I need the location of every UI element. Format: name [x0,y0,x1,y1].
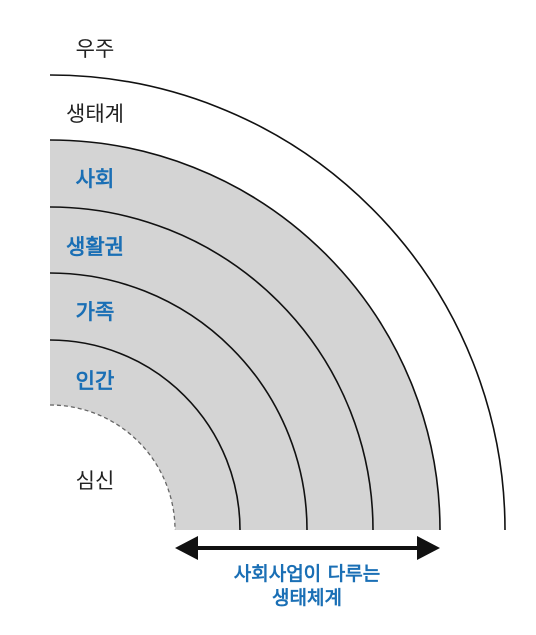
family-arc [49,272,308,531]
label-human: 인간 [76,369,115,393]
label-living-sphere: 생활권 [66,235,124,259]
range-arrow-right-head [417,536,440,560]
living-sphere-arc [49,206,374,531]
label-family: 가족 [76,300,115,324]
shaded-band [50,140,440,530]
universe-arc [49,74,506,531]
label-ecosystem: 생태계 [66,102,124,126]
caption-line-2: 생태체계 [272,587,342,609]
label-mind-body: 심신 [76,469,115,493]
label-universe: 우주 [76,37,115,61]
range-arrow-left-head [175,536,198,560]
society-arc [49,139,441,531]
label-society: 사회 [76,167,115,191]
caption-line-1: 사회사업이 다루는 [234,563,380,585]
mind-body-dashed-arc [49,404,176,531]
human-arc [49,339,241,531]
